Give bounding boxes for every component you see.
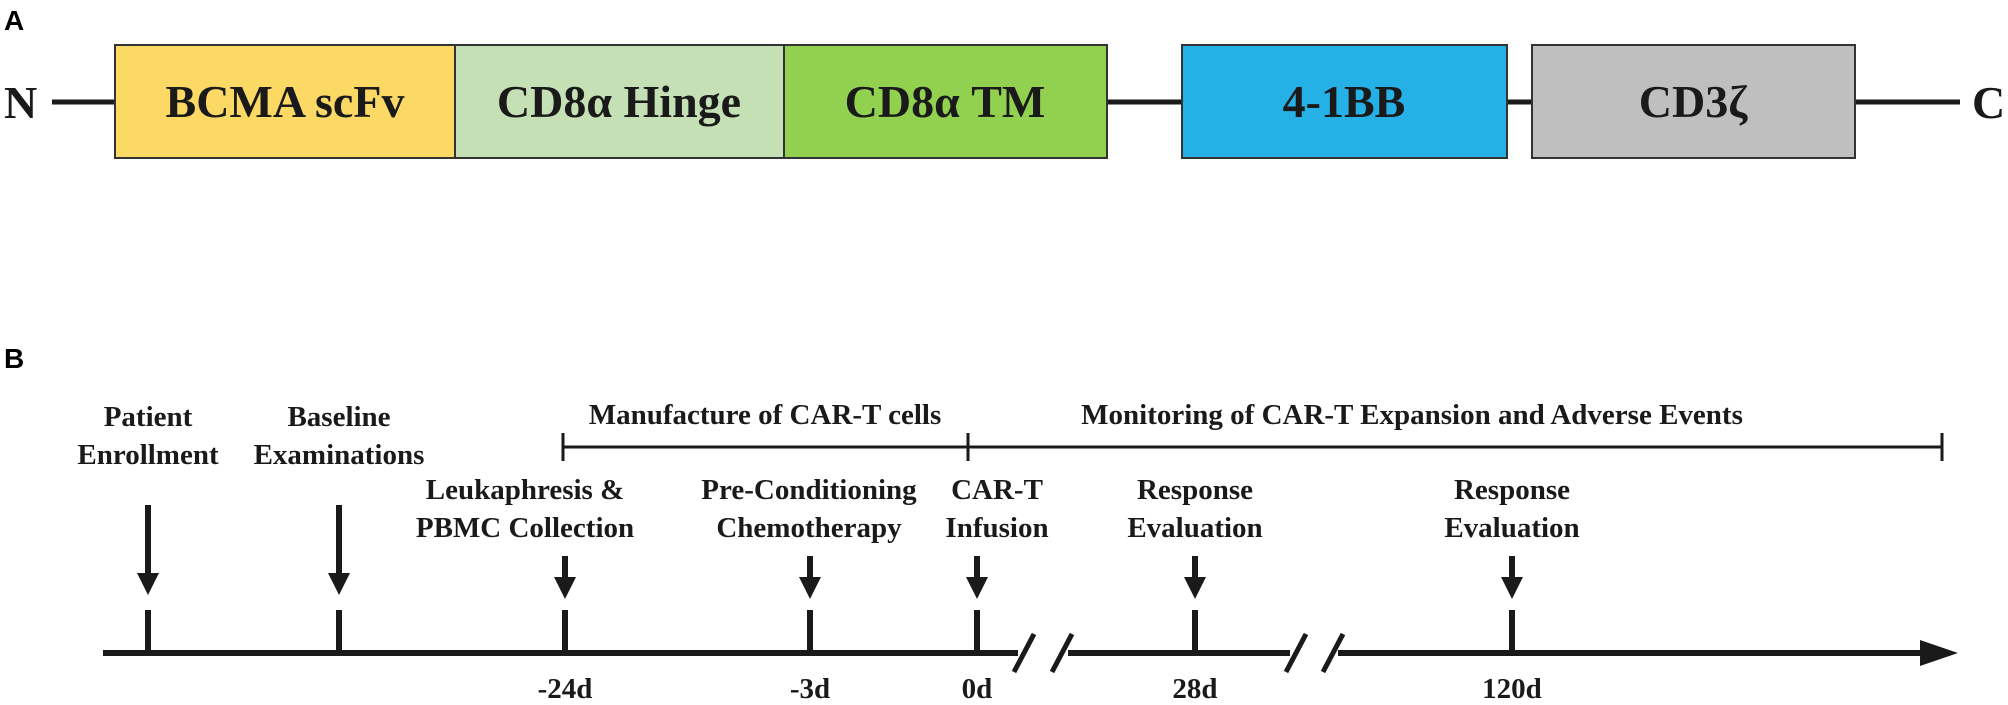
event-label-line: Examinations — [254, 439, 425, 471]
event-label-line: PBMC Collection — [416, 512, 634, 544]
timeline-tick-label: 28d — [1172, 673, 1217, 705]
timeline-arrowhead — [1920, 640, 1958, 666]
event-arrow-head — [1501, 577, 1523, 599]
timeline-event: CAR-T Infusion 0d — [945, 474, 1048, 705]
panel-b-label: B — [4, 343, 24, 374]
car-domains: BCMA scFv CD8α Hinge CD8α TM 4-1BB CD3ζ — [114, 44, 1856, 159]
c-terminus-label: C — [1972, 77, 2005, 128]
timeline-tick-label: -3d — [790, 673, 830, 705]
domain-box-bcma-scfv — [114, 44, 457, 159]
event-label-line: Response — [1137, 474, 1253, 506]
event-label-line: Evaluation — [1444, 512, 1579, 544]
domain-label-bcma-scfv: BCMA scFv — [166, 76, 405, 127]
event-label-line: Enrollment — [77, 439, 219, 471]
timeline-events: PatientEnrollmentBaselineExaminationsLeu… — [77, 401, 1579, 705]
domain-box-cd3z — [1531, 44, 1856, 159]
timeline-tick-label: -24d — [538, 673, 593, 705]
axis-break-mark — [1283, 632, 1309, 674]
panel-a-label: A — [4, 5, 24, 36]
domain-box-cd8a-hinge — [454, 44, 785, 159]
event-label-line: Patient — [104, 401, 193, 433]
event-label-line: Response — [1454, 474, 1570, 506]
n-terminus-label: N — [4, 77, 37, 128]
timeline-tick-label: 0d — [962, 673, 993, 705]
event-label-line: Evaluation — [1127, 512, 1262, 544]
timeline-event: Leukaphresis & PBMC Collection -24d — [416, 474, 634, 705]
event-arrow-head — [554, 577, 576, 599]
event-arrow-head — [799, 577, 821, 599]
event-arrow-head — [328, 573, 350, 595]
event-arrow-head — [1184, 577, 1206, 599]
event-label-line: Infusion — [945, 512, 1048, 544]
event-label-line: Baseline — [287, 401, 390, 433]
event-arrow-head — [966, 577, 988, 599]
domain-label-cd8a-hinge: CD8α Hinge — [497, 76, 741, 127]
domain-label-cd8a-tm: CD8α TM — [845, 76, 1046, 127]
event-arrow-head — [137, 573, 159, 595]
timeline-tick-label: 120d — [1482, 673, 1542, 705]
domain-box-4-1bb — [1181, 44, 1508, 159]
event-label-line: Leukaphresis & — [426, 474, 624, 506]
domain-label-cd3z: CD3ζ — [1639, 76, 1748, 127]
axis-break-mark — [1049, 632, 1075, 674]
event-label-line: Pre-Conditioning — [701, 474, 917, 506]
axis-break-mark — [1011, 632, 1037, 674]
domain-box-cd8a-tm — [783, 44, 1108, 159]
phase-manufacture-label: Manufacture of CAR-T cells — [589, 399, 942, 431]
phase-monitoring-label: Monitoring of CAR-T Expansion and Advers… — [1081, 399, 1743, 431]
domain-label-4-1bb: 4-1BB — [1283, 76, 1406, 127]
event-label-line: Chemotherapy — [716, 512, 902, 544]
axis-break-mark — [1320, 632, 1346, 674]
event-label-line: CAR-T — [951, 474, 1043, 506]
